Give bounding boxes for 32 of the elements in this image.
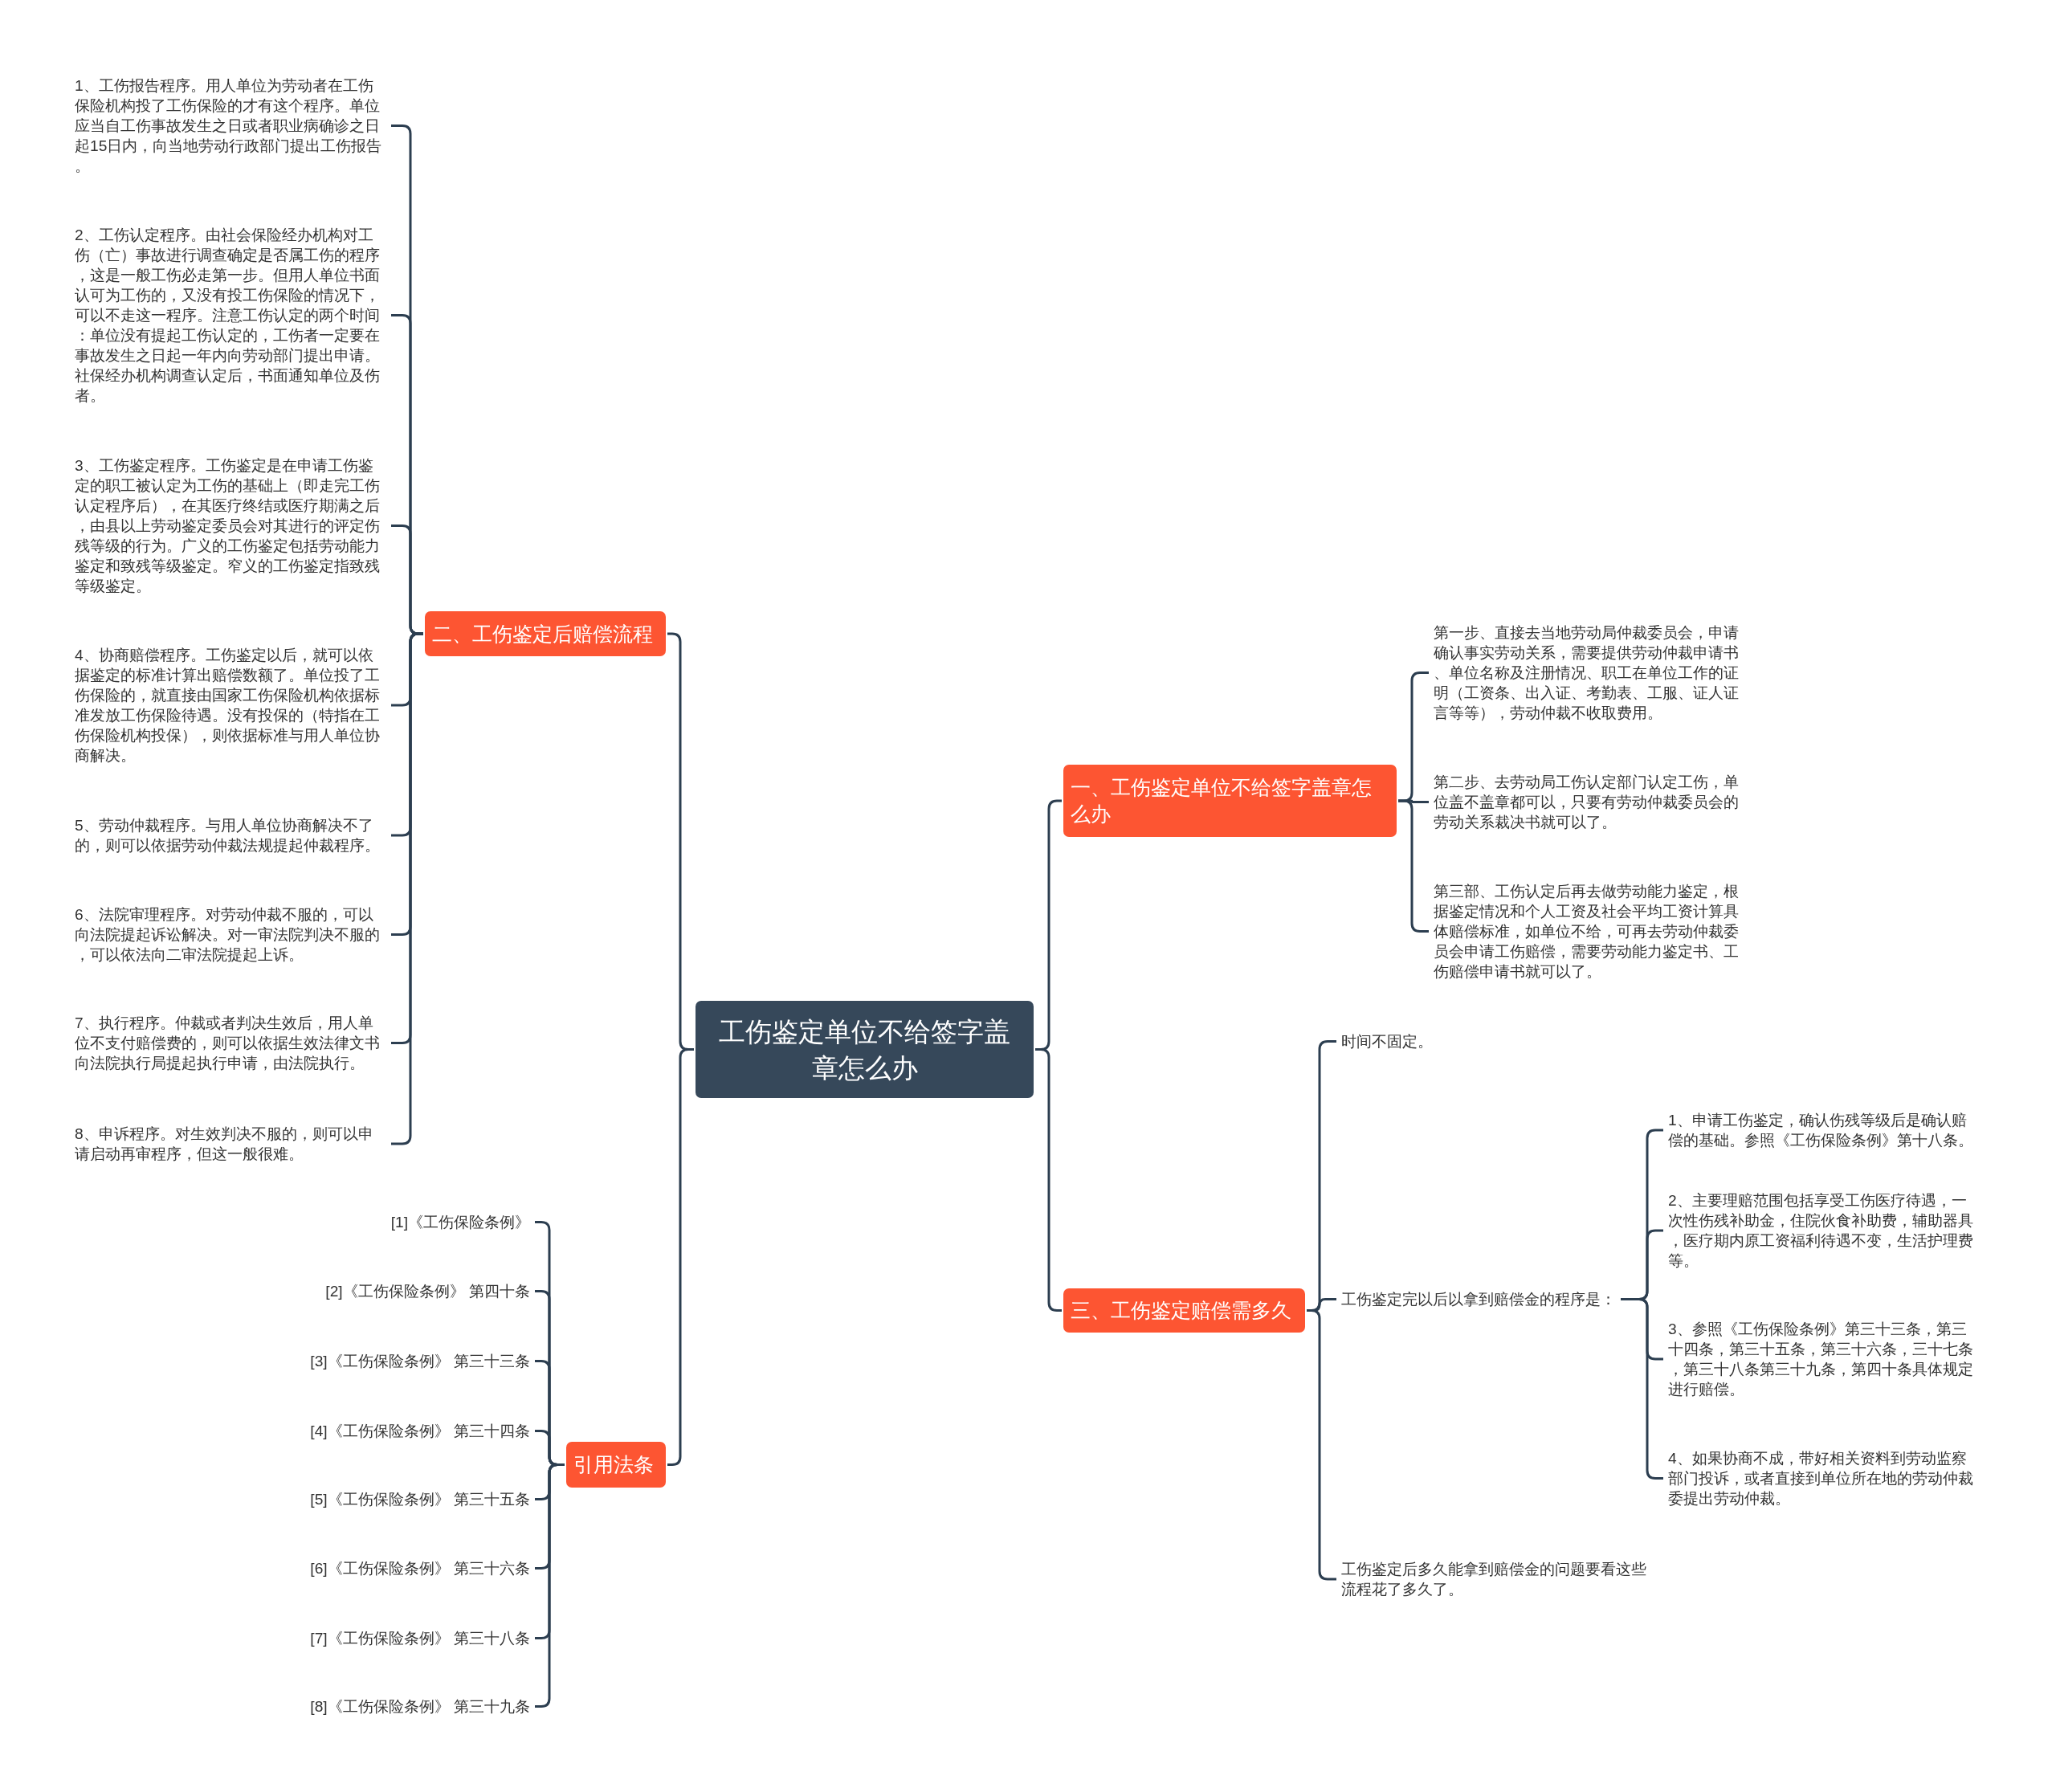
note-text: 第三部、工伤认定后再去做劳动能力鉴定，根据鉴定情况和个人工资及社会平均工资计算具体赔偿标准，如单位不给，可再去劳动仲裁委员会申请工伤赔偿，需要劳动能力鉴定书、工伤赔偿申请书就可以了。: [1434, 881, 1745, 982]
note-text: 4、协商赔偿程序。工伤鉴定以后，就可以依据鉴定的标准计算出赔偿数额了。单位投了工伤保险的，就直接由国家工伤保险机构依据标准发放工伤保险待遇。没有投保的（特指在工伤保险机构投保），则依据标准与用人单位协商解决。: [75, 645, 386, 765]
note-text: 6、法院审理程序。对劳动仲裁不服的，可以向法院提起诉讼解决。对一审法院判决不服的，可以依法向二审法院提起上诉。: [75, 904, 386, 965]
note-text: 2、主要理赔范围包括享受工伤医疗待遇，一次性伤残补助金，住院伙食补助费，辅助器具，医疗期内原工资福利待遇不变，生活护理费等。: [1668, 1190, 1980, 1271]
note-text: 8、申诉程序。对生效判决不服的，则可以申请启动再审程序，但这一般很难。: [75, 1124, 386, 1164]
connector-line: [1035, 1048, 1062, 1312]
note-text: 第一步、直接去当地劳动局仲裁委员会，申请确认事实劳动关系，需要提供劳动仲裁申请书、单位名称及注册情况、职工在单位工作的证明（工资条、出入证、考勤表、工服、证人证言等等），劳动仲裁不收取费用。: [1434, 623, 1745, 723]
citation-text: [7]《工伤保险条例》 第三十八条: [310, 1628, 530, 1648]
citation-text: [3]《工伤保险条例》 第三十三条: [310, 1351, 530, 1371]
note-text: 时间不固定。: [1341, 1031, 1433, 1051]
note-text: 3、参照《工伤保险条例》第三十三条，第三十四条，第三十五条，第三十六条，三十七条，第三十八条第三十九条，第四十条具体规定进行赔偿。: [1668, 1319, 1980, 1399]
note-text: 第二步、去劳动局工伤认定部门认定工伤，单位盖不盖章都可以，只要有劳动仲裁委员会的劳动关系裁决书就可以了。: [1434, 772, 1745, 832]
note-text: 2、工伤认定程序。由社会保险经办机构对工伤（亡）事故进行调查确定是否属工伤的程序，这是一般工伤必走第一步。但用人单位书面认可为工伤的，又没有投工伤保险的情况下，可以不走这一程序。注意工伤认定的两个时间：单位没有提起工伤认定的，工伤者一定要在事故发生之日起一年内向劳动部门提出申请。社保经办机构调查认定后，书面通知单位及伤者。: [75, 225, 386, 406]
note-text: 5、劳动仲裁程序。与用人单位协商解决不了的，则可以依据劳动仲裁法规提起仲裁程序。: [75, 815, 386, 855]
branch-box: 三、工伤鉴定赔偿需多久: [1063, 1288, 1305, 1333]
branch-box: 引用法条: [566, 1442, 666, 1488]
note-text: 1、工伤报告程序。用人单位为劳动者在工伤保险机构投了工伤保险的才有这个程序。单位应当自工伤事故发生之日或者职业病确诊之日起15日内，向当地劳动行政部门提出工伤报告。: [75, 76, 386, 176]
branch-box: 二、工伤鉴定后赔偿流程: [425, 611, 666, 656]
central-topic-box: 工伤鉴定单位不给签字盖章怎么办: [696, 1001, 1034, 1098]
citation-text: [6]《工伤保险条例》 第三十六条: [310, 1558, 530, 1578]
branch-box: 一、工伤鉴定单位不给签字盖章怎么办: [1063, 765, 1397, 837]
note-text: 工伤鉴定后多久能拿到赔偿金的问题要看这些流程花了多久了。: [1341, 1559, 1653, 1599]
note-text: 7、执行程序。仲裁或者判决生效后，用人单位不支付赔偿费的，则可以依据生效法律文书向法院执行局提起执行申请，由法院执行。: [75, 1013, 386, 1073]
citation-text: [4]《工伤保险条例》 第三十四条: [310, 1421, 530, 1441]
citation-text: [8]《工伤保险条例》 第三十九条: [310, 1696, 530, 1716]
citation-text: [2]《工伤保险条例》 第四十条: [325, 1281, 530, 1301]
note-text: 工伤鉴定完以后以拿到赔偿金的程序是：: [1341, 1289, 1616, 1309]
note-text: 3、工伤鉴定程序。工伤鉴定是在申请工伤鉴定的职工被认定为工伤的基础上（即走完工伤认定程序后），在其医疗终结或医疗期满之后，由县以上劳动鉴定委员会对其进行的评定伤残等级的行为。广义的工伤鉴定包括劳动能力鉴定和致残等级鉴定。窄义的工伤鉴定指致残等级鉴定。: [75, 455, 386, 596]
note-text: 4、如果协商不成，带好相关资料到劳动监察部门投诉，或者直接到单位所在地的劳动仲裁委提出劳动仲裁。: [1668, 1448, 1980, 1508]
citation-text: [1]《工伤保险条例》: [390, 1212, 530, 1232]
note-text: 1、申请工伤鉴定，确认伤残等级后是确认赔偿的基础。参照《工伤保险条例》第十八条。: [1668, 1110, 1980, 1150]
citation-text: [5]《工伤保险条例》 第三十五条: [310, 1489, 530, 1509]
